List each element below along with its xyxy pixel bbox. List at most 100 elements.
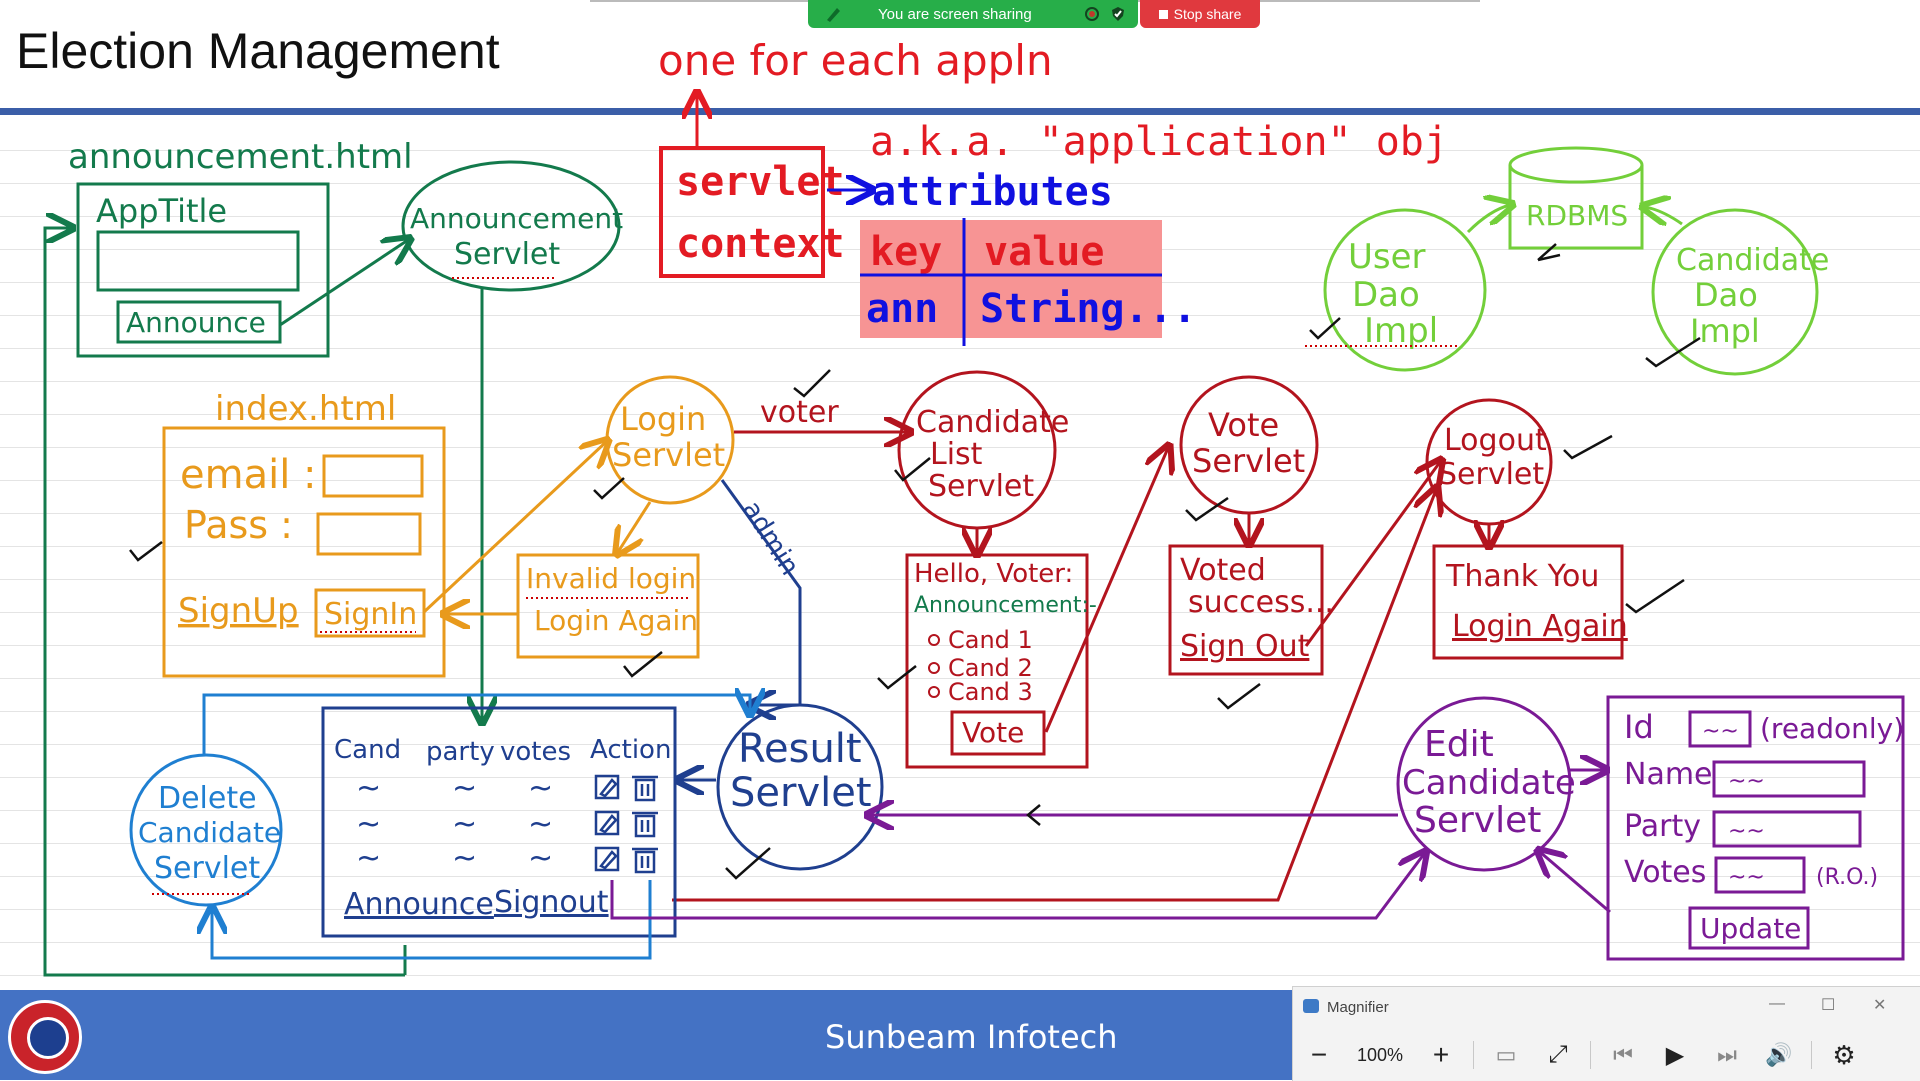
result-servlet-line2: Servlet xyxy=(730,770,872,816)
settings-icon[interactable]: ⚙ xyxy=(1832,1039,1856,1070)
logout-servlet: Logout Servlet Thank You Login Again xyxy=(672,398,1685,902)
vote-servlet: Vote Servlet Voted success... Sign Out xyxy=(1168,375,1440,710)
pen-icon xyxy=(827,8,840,22)
footer-company-name: Sunbeam Infotech xyxy=(825,1018,1118,1056)
update-button-label: Update xyxy=(1700,912,1801,945)
stop-icon xyxy=(1158,9,1168,19)
stop-share-label: Stop share xyxy=(1173,6,1242,22)
table-key-header: key xyxy=(870,229,942,275)
previous-icon[interactable]: ⏮ xyxy=(1613,1042,1633,1067)
result-row3-votes: ~ xyxy=(528,841,553,876)
table-row-key: ann xyxy=(866,286,938,332)
screen-share-banner: You are screen sharing xyxy=(808,0,1138,28)
result-header-votes: votes xyxy=(500,737,571,767)
result-header-cand: Cand xyxy=(334,735,401,765)
next-icon[interactable]: ⏭ xyxy=(1717,1042,1737,1067)
invalid-login-line2: Login Again xyxy=(534,604,698,637)
result-servlet: Result Servlet xyxy=(680,703,884,880)
candidate-dao-line2: Dao xyxy=(1694,276,1758,314)
rdbms-database: RDBMS xyxy=(1508,146,1644,262)
magnifier-app-icon xyxy=(1303,999,1319,1013)
voter-arrow-label: voter xyxy=(760,395,839,430)
admin-arrow-label: admin xyxy=(736,496,805,581)
logout-servlet-line1: Logout xyxy=(1444,423,1547,458)
email-label: email : xyxy=(180,452,317,498)
globe-icon xyxy=(27,1017,69,1059)
thank-you-label: Thank You xyxy=(1445,559,1599,594)
stop-share-button[interactable]: Stop share xyxy=(1140,0,1260,28)
rdbms-label: RDBMS xyxy=(1526,199,1628,232)
edit-votes-note: (R.O.) xyxy=(1816,865,1878,890)
fullscreen-icon[interactable]: ▭ xyxy=(1495,1042,1517,1067)
table-row-value: String... xyxy=(980,286,1197,332)
edit-id-label: Id xyxy=(1624,708,1654,746)
whiteboard-drawing: one for each appln servlet context a.k.a… xyxy=(43,36,1905,977)
announcement-page: announcement.html AppTitle Announce Anno… xyxy=(43,137,623,977)
vote-signout-label: Sign Out xyxy=(1180,629,1310,664)
candidate-2-label: Cand 2 xyxy=(948,654,1033,682)
logout-login-again-label: Login Again xyxy=(1452,609,1628,644)
aka-application-note: a.k.a. "application" obj xyxy=(870,119,1448,165)
plus-icon[interactable]: + xyxy=(1432,1039,1450,1070)
play-icon[interactable]: ▶ xyxy=(1665,1041,1685,1069)
result-row3-party: ~ xyxy=(452,841,477,876)
shield-check-icon[interactable] xyxy=(1110,6,1126,22)
magnifier-toolbar: − 100% + ▭ ⤢ ⏮ ▶ ⏭ 🔊 ⚙ xyxy=(1293,1029,1920,1081)
result-row3-cand: ~ xyxy=(356,841,381,876)
edit-icon xyxy=(594,774,620,800)
slide-title: Election Management xyxy=(16,23,500,79)
result-row1-party: ~ xyxy=(452,771,477,806)
vote-servlet-line1: Vote xyxy=(1208,406,1279,444)
screen-share-status: You are screen sharing xyxy=(878,5,1032,23)
sunbeam-logo-icon xyxy=(8,1000,82,1074)
trash-icon xyxy=(632,811,658,838)
edit-votes-label: Votes xyxy=(1624,855,1706,890)
attributes-label: attributes xyxy=(872,169,1113,215)
app-title-label: AppTitle xyxy=(96,192,227,230)
edit-id-value: ~~ xyxy=(1702,719,1739,744)
hello-voter-label: Hello, Voter: xyxy=(914,559,1073,589)
edit-icon xyxy=(594,810,620,836)
toolbar-divider xyxy=(1811,1041,1812,1069)
result-row2-party: ~ xyxy=(452,807,477,842)
delete-servlet-line2: Candidate xyxy=(138,816,281,849)
magnifier-window[interactable]: Magnifier — ☐ ✕ − 100% + ▭ ⤢ ⏮ ▶ ⏭ 🔊 ⚙ xyxy=(1292,986,1920,1081)
login-servlet: Login Servlet Invalid login Login Again … xyxy=(446,369,908,705)
one-for-each-appln-note: one for each appln xyxy=(658,36,1053,85)
user-dao-line3: Impl xyxy=(1364,311,1438,351)
record-icon[interactable] xyxy=(1084,6,1100,22)
maximize-icon[interactable]: ☐ xyxy=(1821,997,1836,1014)
lens-icon[interactable]: ⤢ xyxy=(1548,1041,1568,1068)
candidate-dao-line1: Candidate xyxy=(1676,243,1829,278)
login-servlet-line1: Login xyxy=(620,400,706,438)
signup-label: SignUp xyxy=(178,591,299,631)
close-icon[interactable]: ✕ xyxy=(1873,997,1887,1014)
result-row2-cand: ~ xyxy=(356,807,381,842)
edit-icon xyxy=(594,846,620,872)
result-row1-votes: ~ xyxy=(528,771,553,806)
voted-line2: success... xyxy=(1188,585,1334,620)
result-announce-link: Announce xyxy=(344,887,494,922)
table-value-header: value xyxy=(984,229,1104,275)
login-servlet-line2: Servlet xyxy=(612,436,725,474)
logout-servlet-line2: Servlet xyxy=(1438,457,1544,492)
user-dao-impl: User Dao Impl xyxy=(1305,205,1510,372)
edit-party-value: ~~ xyxy=(1728,819,1765,844)
result-row1-cand: ~ xyxy=(356,771,381,806)
edit-name-value: ~~ xyxy=(1728,769,1765,794)
candidate-list-servlet-line3: Servlet xyxy=(928,469,1034,504)
index-filename: index.html xyxy=(215,389,396,429)
servlet-context-line1: servlet xyxy=(676,159,845,205)
result-row2-votes: ~ xyxy=(528,807,553,842)
minimize-icon[interactable]: — xyxy=(1769,995,1785,1012)
announce-button-label: Announce xyxy=(126,306,266,339)
result-header-action: Action xyxy=(590,735,671,765)
zoom-level: 100% xyxy=(1356,1044,1404,1065)
read-aloud-icon[interactable]: 🔊 xyxy=(1765,1042,1793,1067)
minus-icon[interactable]: − xyxy=(1310,1039,1328,1070)
toolbar-divider xyxy=(1473,1041,1474,1069)
result-servlet-line1: Result xyxy=(738,726,862,772)
trash-icon xyxy=(632,847,658,874)
vote-button-label: Vote xyxy=(962,716,1024,749)
edit-party-label: Party xyxy=(1624,809,1701,844)
